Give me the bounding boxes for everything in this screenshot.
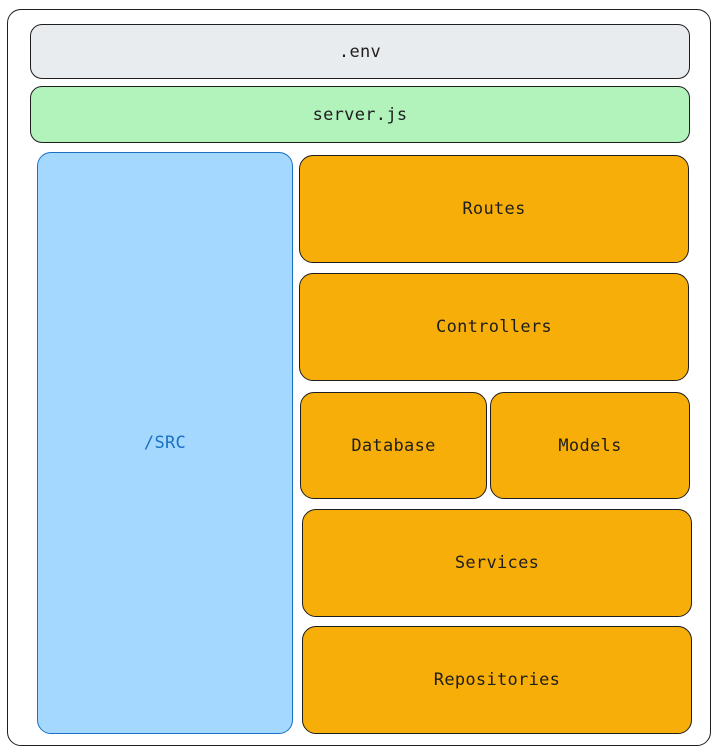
services-label: Services xyxy=(454,553,540,573)
server-js-box: server.js xyxy=(30,86,690,143)
models-label: Models xyxy=(558,435,622,456)
services-box: Services xyxy=(302,509,692,617)
database-label: Database xyxy=(351,435,436,456)
server-js-label: server.js xyxy=(312,104,408,125)
src-folder-label: /SRC xyxy=(143,433,187,453)
controllers-box: Controllers xyxy=(299,273,689,381)
controllers-label: Controllers xyxy=(436,317,552,337)
routes-box: Routes xyxy=(299,155,689,263)
database-box: Database xyxy=(300,392,487,499)
src-folder-box: /SRC xyxy=(37,152,293,734)
routes-label: Routes xyxy=(462,199,526,219)
models-box: Models xyxy=(490,392,690,499)
env-box: .env xyxy=(30,24,690,79)
repositories-box: Repositories xyxy=(302,626,692,734)
env-label: .env xyxy=(338,41,382,62)
repositories-label: Repositories xyxy=(433,670,561,690)
